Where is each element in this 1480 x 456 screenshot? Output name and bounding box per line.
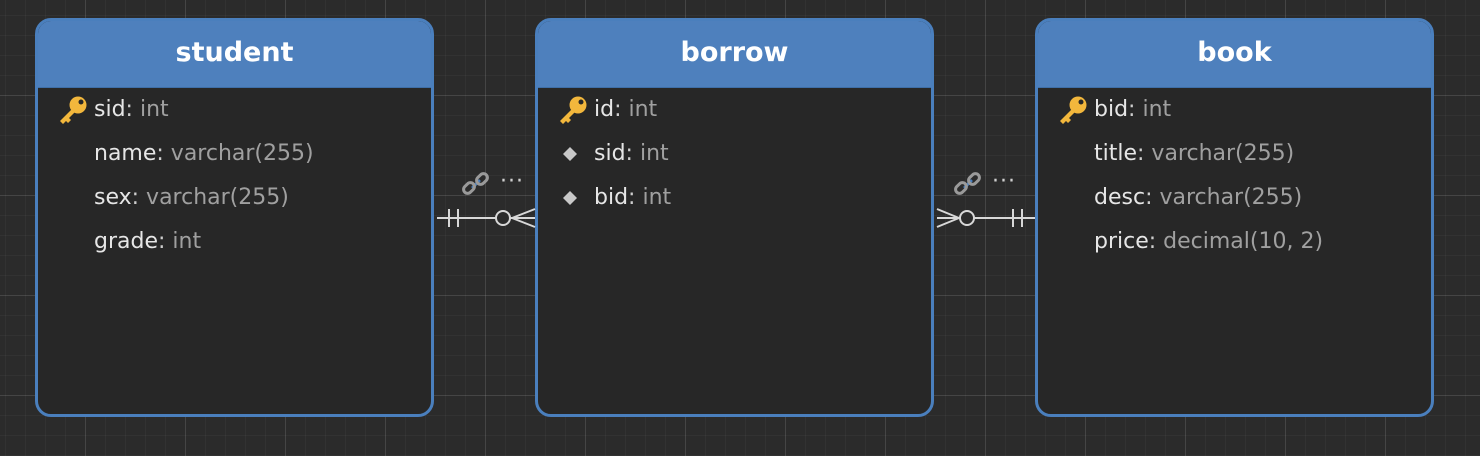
field-type: int bbox=[139, 97, 169, 122]
field-separator: : bbox=[125, 97, 140, 122]
relationship-borrow-book[interactable] bbox=[936, 208, 1035, 228]
primary-key-icon bbox=[1060, 96, 1087, 124]
primary-key-icon bbox=[560, 96, 587, 124]
field-name: title bbox=[1094, 141, 1138, 166]
entity-title[interactable]: student bbox=[38, 21, 431, 88]
link-icon[interactable] bbox=[953, 170, 983, 198]
field-separator: : bbox=[625, 141, 640, 166]
entity-title[interactable]: book bbox=[1038, 21, 1431, 88]
field-name: grade bbox=[94, 229, 158, 254]
field-separator: : bbox=[131, 185, 147, 210]
field-name: bid bbox=[1094, 97, 1129, 122]
field-type: varchar(255) bbox=[1159, 185, 1303, 210]
field-separator: : bbox=[1145, 185, 1160, 210]
relationship-student-borrow[interactable] bbox=[437, 208, 536, 228]
field-row[interactable]: name: varchar(255) bbox=[38, 134, 431, 178]
field-row[interactable]: bid: int bbox=[1038, 90, 1431, 134]
field-separator: : bbox=[614, 97, 629, 122]
field-row[interactable]: desc: varchar(255) bbox=[1038, 178, 1431, 222]
field-separator: : bbox=[1128, 97, 1143, 122]
field-separator: : bbox=[628, 185, 643, 210]
entity-book[interactable]: book bid: int title: varchar(255) desc: … bbox=[1035, 18, 1434, 417]
field-type: varchar(255) bbox=[1151, 141, 1295, 166]
field-type: int bbox=[628, 97, 658, 122]
field-name: sid bbox=[594, 141, 626, 166]
field-list: sid: int name: varchar(255) sex: varchar… bbox=[38, 88, 431, 266]
field-name: price bbox=[1094, 229, 1149, 254]
link-icon[interactable] bbox=[461, 170, 491, 198]
field-type: int bbox=[1142, 97, 1172, 122]
field-separator: : bbox=[1137, 141, 1152, 166]
field-type: int bbox=[642, 185, 672, 210]
field-name: sex bbox=[94, 185, 132, 210]
field-list: bid: int title: varchar(255) desc: varch… bbox=[1038, 88, 1431, 266]
entity-title[interactable]: borrow bbox=[538, 21, 931, 88]
field-row[interactable]: sex: varchar(255) bbox=[38, 178, 431, 222]
field-row[interactable]: title: varchar(255) bbox=[1038, 134, 1431, 178]
field-name: desc bbox=[1094, 185, 1146, 210]
field-type: int bbox=[639, 141, 669, 166]
entity-borrow[interactable]: borrow id: int sid: int bid bbox=[535, 18, 934, 417]
field-type: int bbox=[172, 229, 202, 254]
field-type: varchar(255) bbox=[170, 141, 314, 166]
foreign-key-icon bbox=[563, 191, 577, 205]
field-row[interactable]: grade: int bbox=[38, 222, 431, 266]
field-separator: : bbox=[156, 141, 171, 166]
entity-student[interactable]: student sid: int name: varchar(255) sex:… bbox=[35, 18, 434, 417]
field-name: id bbox=[594, 97, 615, 122]
field-separator: : bbox=[1148, 229, 1164, 254]
relationship-more-button[interactable]: ··· bbox=[500, 169, 524, 194]
field-separator: : bbox=[158, 229, 173, 254]
field-type: decimal(10, 2) bbox=[1163, 229, 1324, 254]
field-row[interactable]: id: int bbox=[538, 90, 931, 134]
field-list: id: int sid: int bid: int bbox=[538, 88, 931, 222]
field-row[interactable]: sid: int bbox=[538, 134, 931, 178]
field-name: sid bbox=[94, 97, 126, 122]
relationship-more-button[interactable]: ··· bbox=[992, 169, 1016, 194]
field-name: name bbox=[94, 141, 157, 166]
field-name: bid bbox=[594, 185, 629, 210]
foreign-key-icon bbox=[563, 147, 577, 161]
field-row[interactable]: price: decimal(10, 2) bbox=[1038, 222, 1431, 266]
field-row[interactable]: bid: int bbox=[538, 178, 931, 222]
field-type: varchar(255) bbox=[146, 185, 289, 210]
primary-key-icon bbox=[60, 96, 87, 124]
field-row[interactable]: sid: int bbox=[38, 90, 431, 134]
